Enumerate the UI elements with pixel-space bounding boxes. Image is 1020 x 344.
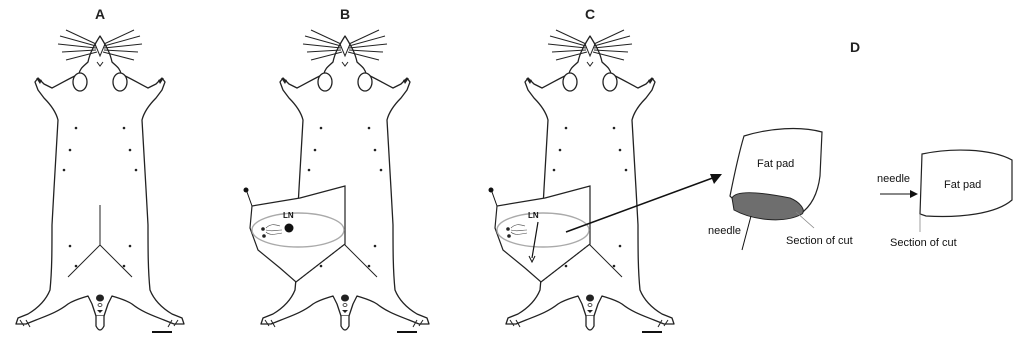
- lymph-node-label-c: LN: [528, 211, 539, 220]
- lymph-node-label-b: LN: [283, 211, 294, 220]
- fat-pad-label: Fat pad: [757, 158, 794, 170]
- panel-b-letter: B: [340, 6, 350, 22]
- panel-c: C LN: [489, 6, 723, 332]
- side-fat-pad-label: Fat pad: [944, 179, 981, 191]
- needle-line: [742, 216, 751, 250]
- panel-a: A: [16, 6, 184, 332]
- panel-a-letter: A: [95, 6, 105, 22]
- pin-head-c: [489, 188, 494, 193]
- panel-d: D Fat pad needle Section of cut: [850, 39, 1012, 249]
- section-leader: [796, 212, 814, 228]
- panel-d-letter: D: [850, 39, 860, 55]
- side-needle-label: needle: [877, 173, 910, 185]
- panel-b: B LN: [244, 6, 430, 332]
- mouse-body-b: [261, 30, 429, 332]
- panel-c-letter: C: [585, 6, 595, 22]
- pin-head-b: [244, 188, 249, 193]
- needle-label: needle: [708, 225, 741, 237]
- pin-line-c: [492, 192, 497, 206]
- section-label: Section of cut: [786, 235, 853, 247]
- excised-fat-pad: Fat pad needle Section of cut: [708, 129, 853, 250]
- mouse-body-a: [16, 30, 184, 332]
- pin-line-b: [247, 192, 252, 206]
- mouse-body-c: [506, 30, 674, 332]
- lymph-node-b: [285, 224, 294, 233]
- side-section-label: Section of cut: [890, 237, 957, 249]
- side-needle-arrowhead: [910, 190, 918, 198]
